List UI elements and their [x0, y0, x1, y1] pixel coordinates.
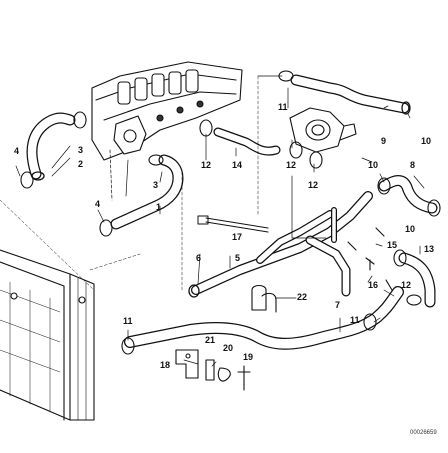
hose-9 — [290, 74, 411, 115]
callout-11a: 11 — [278, 102, 288, 112]
callout-22: 22 — [297, 292, 308, 302]
engine-manifold — [91, 61, 243, 201]
callout-20: 20 — [223, 343, 234, 353]
fasteners-18-21 — [175, 227, 393, 391]
callout-11b: 11 — [123, 316, 133, 326]
callout-4b: 4 — [95, 199, 101, 209]
hose-14 — [213, 127, 281, 156]
callout-12c: 12 — [308, 180, 319, 190]
callout-1: 1 — [156, 202, 162, 212]
callout-18: 18 — [160, 360, 171, 370]
callout-12d: 12 — [401, 280, 412, 290]
callout-15: 15 — [387, 240, 398, 250]
callout-3a: 3 — [78, 145, 84, 155]
callout-leaders — [15, 75, 425, 367]
thermostat-housing — [113, 115, 147, 155]
bracket-22 — [251, 284, 277, 313]
radiator — [0, 249, 95, 421]
callout-8: 8 — [410, 160, 416, 170]
callout-12a: 12 — [201, 160, 212, 170]
heater-valve — [289, 107, 357, 153]
callout-10a: 10 — [421, 136, 432, 146]
callout-12b: 12 — [286, 160, 297, 170]
callout-10b: 10 — [368, 160, 379, 170]
hose-13 — [398, 252, 436, 308]
callout-17: 17 — [232, 232, 243, 242]
hose-5-pipe — [188, 191, 373, 298]
callout-19: 19 — [243, 352, 254, 362]
cable-tie-17 — [197, 215, 269, 233]
callout-21: 21 — [205, 335, 216, 345]
callout-13: 13 — [424, 244, 435, 254]
reference-lines — [0, 75, 259, 291]
callout-3b: 3 — [153, 180, 159, 190]
callout-4a: 4 — [14, 146, 20, 156]
callout-10c: 10 — [405, 224, 416, 234]
callout-2: 2 — [78, 159, 84, 169]
callout-16: 16 — [368, 280, 379, 290]
callout-14: 14 — [232, 160, 243, 170]
hose-1 — [110, 154, 184, 230]
callout-7: 7 — [335, 300, 341, 310]
hose-2-3 — [26, 112, 76, 181]
hose-7 — [124, 286, 404, 350]
callout-11c: 11 — [350, 315, 360, 325]
callout-9: 9 — [381, 136, 387, 146]
callout-5: 5 — [235, 253, 241, 263]
callout-6: 6 — [196, 253, 202, 263]
hose-8 — [378, 175, 438, 214]
document-number: 00026659 — [410, 430, 437, 436]
